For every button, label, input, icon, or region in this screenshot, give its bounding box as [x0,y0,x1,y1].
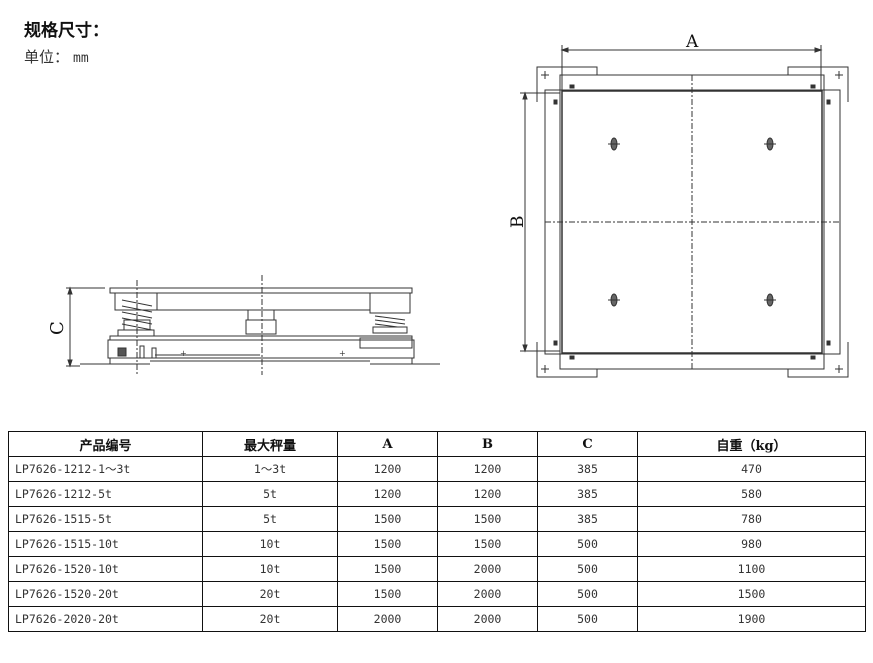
cell-weight: 980 [637,531,866,557]
col-header-weight: 自重（kg） [637,431,866,457]
cell-a: 1500 [337,506,438,532]
unit-value: mm [73,51,89,66]
cell-b: 2000 [437,606,538,632]
table-row: LP7626-2020-20t 20t 2000 2000 500 1900 [8,606,866,632]
cell-a: 1500 [337,531,438,557]
cell-a: 2000 [337,606,438,632]
spec-table: 产品编号 最大秤量 A B C 自重（kg） LP7626-1212-1～3t … [8,431,866,632]
cell-b: 1500 [437,531,538,557]
col-header-a: A [337,431,438,457]
cell-product-code: LP7626-1212-5t [8,481,203,507]
cell-max-capacity: 1～3t [202,456,338,482]
cell-c: 385 [537,506,638,532]
cell-product-code: LP7626-1520-20t [8,581,203,607]
cell-b: 1200 [437,481,538,507]
cell-weight: 1900 [637,606,866,632]
cell-max-capacity: 20t [202,606,338,632]
table-row: LP7626-1520-10t 10t 1500 2000 500 1100 [8,556,866,582]
cell-a: 1500 [337,556,438,582]
cell-c: 500 [537,531,638,557]
top-view-drawing: A B [508,32,849,378]
cell-c: 500 [537,581,638,607]
cell-c: 500 [537,606,638,632]
cell-product-code: LP7626-1520-10t [8,556,203,582]
cell-b: 1500 [437,506,538,532]
svg-text:+: + [180,349,187,358]
unit-line: 单位：mm [24,46,89,67]
cell-max-capacity: 5t [202,481,338,507]
cell-c: 385 [537,456,638,482]
dimension-b-label: B [508,216,528,229]
cell-weight: 470 [637,456,866,482]
cell-weight: 780 [637,506,866,532]
table-row: LP7626-1515-10t 10t 1500 1500 500 980 [8,531,866,557]
col-header-c: C [537,431,638,457]
cell-product-code: LP7626-2020-20t [8,606,203,632]
section-title: 规格尺寸： [24,21,109,41]
cell-product-code: LP7626-1515-5t [8,506,203,532]
cell-b: 2000 [437,581,538,607]
cell-product-code: LP7626-1212-1～3t [8,456,203,482]
col-header-product-code: 产品编号 [8,431,203,457]
table-row: LP7626-1212-1～3t 1～3t 1200 1200 385 470 [8,456,866,482]
table-header-row: 产品编号 最大秤量 A B C 自重（kg） [8,431,866,457]
table-row: LP7626-1515-5t 5t 1500 1500 385 780 [8,506,866,532]
cell-max-capacity: 10t [202,556,338,582]
side-view-drawing: + + C [47,275,440,375]
table-row: LP7626-1212-5t 5t 1200 1200 385 580 [8,481,866,507]
cell-weight: 1500 [637,581,866,607]
cell-weight: 580 [637,481,866,507]
svg-text:+: + [339,349,346,358]
cell-a: 1200 [337,481,438,507]
cell-c: 500 [537,556,638,582]
cell-b: 1200 [437,456,538,482]
unit-label: 单位： [24,48,70,66]
dimension-a-label: A [685,32,699,52]
col-header-max-capacity: 最大秤量 [202,431,338,457]
cell-max-capacity: 5t [202,506,338,532]
cell-a: 1200 [337,456,438,482]
cell-max-capacity: 20t [202,581,338,607]
cell-max-capacity: 10t [202,531,338,557]
cell-a: 1500 [337,581,438,607]
col-header-b: B [437,431,538,457]
cell-weight: 1100 [637,556,866,582]
cell-product-code: LP7626-1515-10t [8,531,203,557]
dimension-c-label: C [47,321,68,335]
cell-c: 385 [537,481,638,507]
table-row: LP7626-1520-20t 20t 1500 2000 500 1500 [8,581,866,607]
cell-b: 2000 [437,556,538,582]
